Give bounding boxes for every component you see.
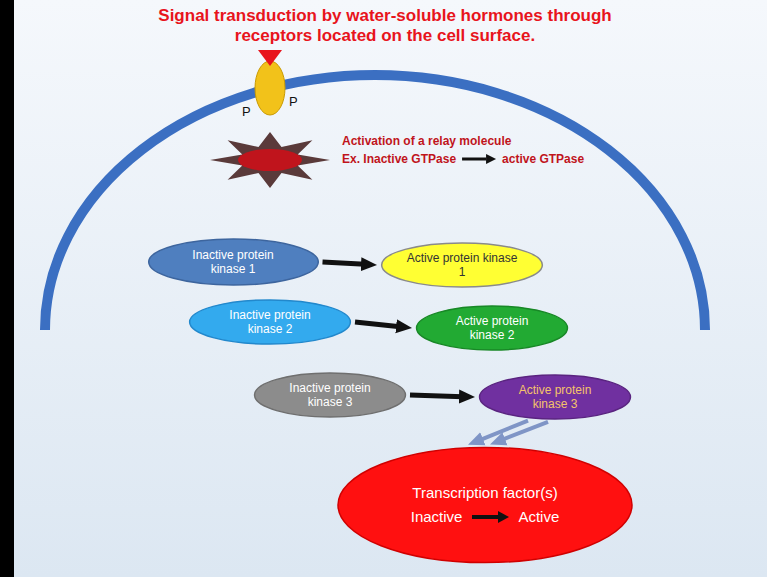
node-text: Inactive protein kinase 2 [214, 308, 326, 337]
relay-note: Ex. Inactive GTPase [342, 152, 456, 166]
state-arrow [470, 510, 510, 524]
kinase-ellipse: Inactive protein kinase 2 [188, 299, 352, 345]
node-text: Active protein kinase 3 [503, 383, 608, 412]
state-arrow-head [498, 511, 509, 523]
node-text: Inactive protein kinase 1 [174, 248, 292, 277]
receptor [255, 61, 285, 115]
transcription-factor-ellipse: Transcription factor(s) Inactive Active [335, 445, 635, 565]
node-content: Transcription factor(s) Inactive Active [411, 484, 560, 526]
arrow-connector [355, 322, 400, 327]
relay-molecule [238, 149, 302, 171]
kinase-ellipse: Active protein kinase 3 [478, 374, 632, 420]
node-content: Active protein kinase 3 [503, 383, 608, 412]
kinase-ellipse: Active protein kinase 1 [380, 242, 544, 288]
ellipse-outline [335, 445, 635, 565]
node-text: Transcription factor(s) [411, 484, 560, 502]
ellipse-shape [190, 300, 351, 344]
relay-star [210, 132, 330, 188]
node-content: Inactive protein kinase 2 [214, 308, 326, 337]
ellipse-shape [382, 243, 543, 287]
ellipse-shape [338, 447, 632, 562]
arrow-connector [501, 422, 548, 440]
ellipse-shape [148, 239, 318, 285]
relay-note: Activation of a relay molecule [342, 134, 511, 148]
node-content: Active protein kinase 2 [440, 314, 545, 343]
cell-membrane [45, 75, 705, 330]
ellipse-shape [480, 375, 631, 419]
ellipse-shape [417, 306, 568, 350]
arrow-connector [323, 262, 366, 264]
kinase-ellipse: Inactive protein kinase 3 [253, 372, 407, 418]
kinase-ellipse: Active protein kinase 2 [415, 305, 569, 351]
node-content: Active protein kinase 1 [406, 251, 518, 280]
node-text: Active protein kinase 1 [406, 251, 518, 280]
relay-note: active GTPase [502, 152, 584, 166]
state-row: Inactive Active [411, 508, 560, 526]
state-text: Active [518, 508, 559, 526]
gtpase-arrow [462, 154, 496, 164]
state-arrow-line [472, 515, 498, 519]
kinase-ellipse: Inactive protein kinase 1 [147, 238, 320, 286]
node-text: Inactive protein kinase 3 [278, 381, 383, 410]
gtpase-arrow-line [462, 158, 486, 161]
phosphate-label: P [289, 94, 298, 109]
state-text: Inactive [411, 508, 463, 526]
ellipse-shape [255, 373, 406, 417]
slide-title: Signal transduction by water-soluble hor… [120, 6, 650, 46]
node-text: Active protein kinase 2 [440, 314, 545, 343]
arrow-connector [410, 395, 463, 397]
node-content: Inactive protein kinase 3 [278, 381, 383, 410]
hormone [258, 50, 282, 66]
node-content: Inactive protein kinase 1 [174, 248, 292, 277]
phosphate-label: P [242, 104, 251, 119]
gtpase-arrow-head [486, 154, 496, 164]
frame-strip [0, 0, 14, 577]
